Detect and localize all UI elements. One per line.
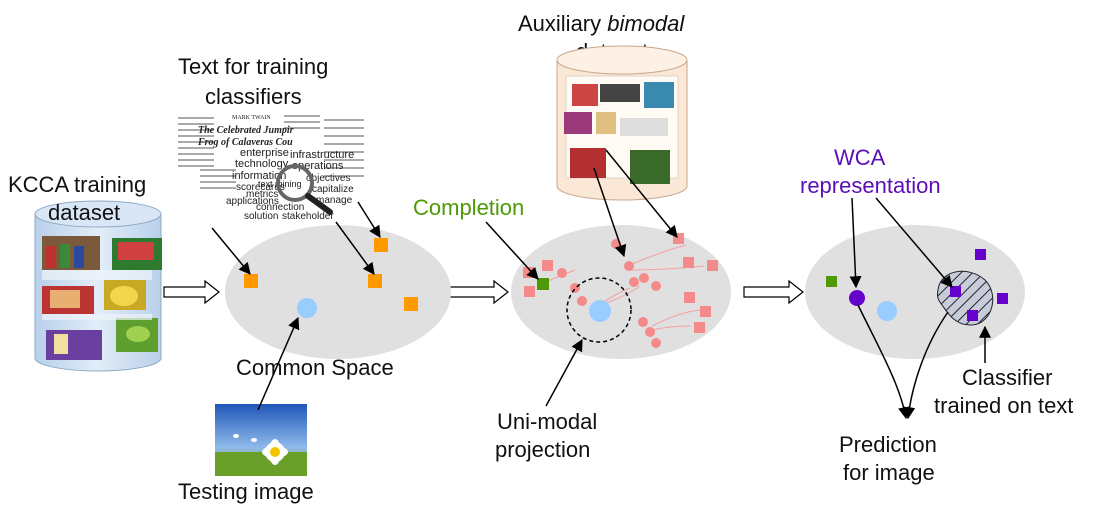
wca-square	[975, 249, 986, 260]
projection-square	[673, 233, 684, 244]
projection-circle	[624, 261, 634, 271]
word-cloud-word: metrics	[246, 189, 278, 200]
projection-neighborhood-circle	[566, 277, 632, 343]
aux-dataset-cylinder	[556, 45, 688, 201]
word-cloud-word: technology	[235, 158, 289, 170]
word-cloud-word: infrastructure	[290, 149, 354, 161]
text-point	[404, 297, 418, 311]
aux-label-plain: Auxiliary	[518, 11, 607, 36]
projection-square	[694, 322, 705, 333]
image-point	[297, 298, 317, 318]
wca-square	[950, 286, 961, 297]
text-point	[374, 238, 388, 252]
projection-square	[684, 292, 695, 303]
image-point	[877, 301, 897, 321]
image-point	[589, 300, 611, 322]
projection-circle	[639, 273, 649, 283]
projection-circle	[557, 268, 567, 278]
completion-point	[826, 276, 837, 287]
projection-circle	[638, 317, 648, 327]
aux-label-line1: Auxiliary bimodal	[518, 11, 685, 36]
wca-square	[997, 293, 1008, 304]
wca-label-line1: WCA	[834, 145, 886, 170]
projection-circle	[645, 327, 655, 337]
word-cloud-word: scorecards	[236, 182, 285, 193]
common-space-ellipse	[225, 225, 451, 359]
classifier-label-line2: trained on text	[934, 393, 1073, 418]
wca-point	[849, 290, 865, 306]
testing-image-label: Testing image	[178, 479, 314, 504]
word-cloud-word: capitalize	[312, 184, 354, 195]
text-training-label-line2: classifiers	[205, 84, 302, 109]
completion-label: Completion	[413, 195, 524, 220]
word-cloud-word: connection	[256, 202, 304, 213]
stage-arrow-3	[743, 279, 804, 305]
kcca-label-line2: dataset	[48, 200, 120, 225]
common-space-label: Common Space	[236, 355, 394, 380]
text-point	[368, 274, 382, 288]
newspaper-clipping: MARK TWAIN The Celebrated Jumpir Frog of…	[176, 112, 368, 226]
text-point	[244, 274, 258, 288]
projection-square	[700, 306, 711, 317]
word-cloud-word: manage	[316, 195, 353, 206]
word-cloud-word: information	[232, 170, 286, 182]
newspaper-headline-line1: The Celebrated Jumpir	[198, 125, 294, 136]
projection-square	[542, 260, 553, 271]
word-cloud-word: stakeholder	[282, 211, 334, 222]
word-cloud-word: objectives	[306, 173, 350, 184]
unimodal-label-line2: projection	[495, 437, 590, 462]
stage-arrow-1	[163, 279, 220, 305]
unimodal-label-line1: Uni-modal	[497, 409, 597, 434]
text-training-label-line1: Text for training	[178, 54, 328, 79]
stage-arrow-2	[448, 279, 509, 305]
word-cloud-word: applications	[226, 196, 279, 207]
newspaper-masthead: MARK TWAIN	[232, 115, 271, 121]
completion-point	[537, 278, 549, 290]
kcca-label-line1: KCCA training	[8, 172, 146, 197]
projection-circle	[651, 338, 661, 348]
projection-circle	[577, 296, 587, 306]
projection-circle	[629, 277, 639, 287]
newspaper-headline-line2: Frog of Calaveras Cou	[197, 137, 293, 148]
projection-square	[707, 260, 718, 271]
aux-label-italic: bimodal	[607, 11, 685, 36]
prediction-label-line1: Prediction	[839, 432, 937, 457]
prediction-label-line2: for image	[843, 460, 935, 485]
projection-square	[524, 286, 535, 297]
word-cloud-word: solution	[244, 211, 278, 222]
annotation-arrows	[211, 149, 991, 420]
projection-circle	[651, 281, 661, 291]
word-cloud: enterprise infrastructure technology ope…	[226, 147, 354, 222]
classifier-label-line1: Classifier	[962, 365, 1052, 390]
testing-image	[215, 404, 307, 476]
word-cloud-word: enterprise	[240, 147, 289, 159]
magnifier-icon	[276, 164, 333, 215]
wca-label-line2: representation	[800, 173, 941, 198]
wca-square	[967, 310, 978, 321]
kcca-image-collage	[42, 236, 162, 360]
projection-square	[683, 257, 694, 268]
